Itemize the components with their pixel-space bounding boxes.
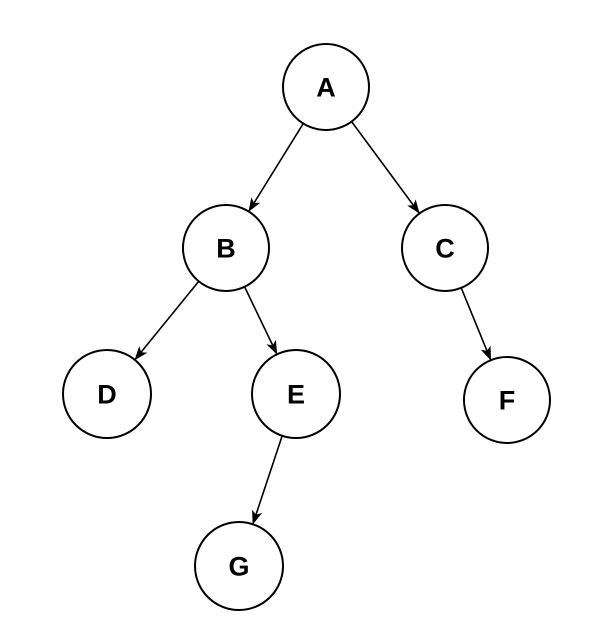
node-F: F [463, 356, 551, 444]
node-F-circle [463, 356, 551, 444]
node-C-circle [401, 204, 489, 292]
edge-B-D [134, 280, 200, 361]
node-D-circle [62, 349, 152, 439]
node-G-circle [194, 521, 284, 611]
nodes-layer: A B C D E F G [62, 43, 551, 611]
node-F-label: F [499, 386, 516, 416]
node-A-label: A [316, 73, 336, 103]
node-B-label: B [216, 234, 236, 264]
node-E-label: E [287, 380, 305, 410]
node-D-label: D [97, 380, 117, 410]
edges-layer [134, 121, 492, 525]
edge-B-E [243, 286, 278, 355]
node-G: G [194, 521, 284, 611]
node-A: A [282, 43, 370, 131]
edge-C-F [460, 287, 492, 361]
node-E: E [251, 349, 341, 439]
edge-A-C [350, 121, 421, 214]
node-B: B [182, 204, 270, 292]
node-B-circle [182, 204, 270, 292]
node-G-label: G [228, 552, 249, 582]
edge-A-B [248, 123, 304, 212]
node-C-label: C [435, 234, 455, 264]
node-E-circle [251, 349, 341, 439]
node-D: D [62, 349, 152, 439]
node-C: C [401, 204, 489, 292]
edge-E-G [252, 435, 283, 525]
node-A-circle [282, 43, 370, 131]
